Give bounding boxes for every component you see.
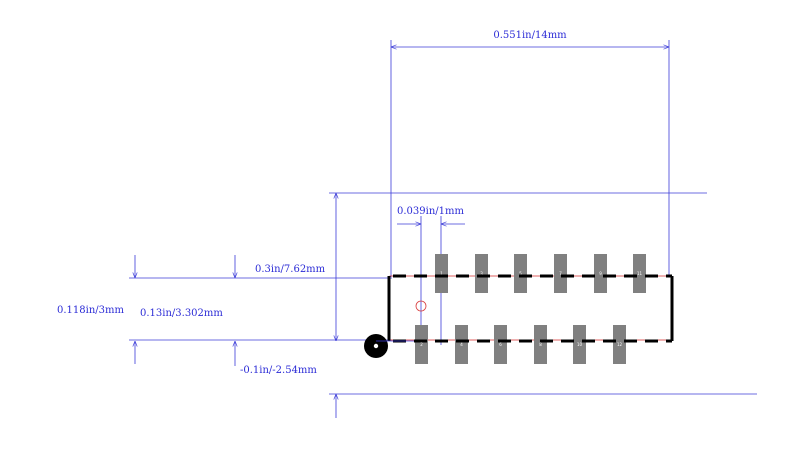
pin-label: 4 bbox=[460, 342, 463, 347]
pin1-marker-icon bbox=[415, 300, 427, 312]
pad bbox=[415, 325, 428, 364]
pin-label: 1 bbox=[440, 271, 443, 276]
dim-label-offset: -0.1in/-2.54mm bbox=[240, 365, 317, 376]
pin-labels-bottom: 2 4 6 8 10 12 bbox=[420, 342, 622, 347]
dim-label-row-span: 0.3in/7.62mm bbox=[255, 264, 326, 275]
pad bbox=[573, 325, 586, 364]
pin-label: 11 bbox=[637, 271, 643, 276]
pad bbox=[613, 325, 626, 364]
pads-bottom-row bbox=[415, 325, 626, 364]
pad bbox=[475, 254, 488, 293]
dim-label-body-height: 0.13in/3.302mm bbox=[140, 308, 223, 319]
pad bbox=[633, 254, 646, 293]
pin-labels-top: 1 3 5 7 9 11 bbox=[440, 271, 642, 276]
pad bbox=[494, 325, 507, 364]
pin-label: 10 bbox=[577, 342, 583, 347]
pin-label: 9 bbox=[599, 271, 602, 276]
pin-label: 3 bbox=[480, 271, 483, 276]
pin-label: 12 bbox=[617, 342, 623, 347]
dim-label-width: 0.551in/14mm bbox=[493, 30, 567, 41]
pads-top-row bbox=[435, 254, 646, 293]
pad bbox=[594, 254, 607, 293]
pad bbox=[435, 254, 448, 293]
dim-label-pad-length: 0.118in/3mm bbox=[57, 305, 124, 316]
extension-lines bbox=[129, 40, 757, 395]
pad bbox=[534, 325, 547, 364]
pad bbox=[455, 325, 468, 364]
origin-marker-icon bbox=[364, 334, 414, 358]
courtyard-outline bbox=[389, 275, 672, 341]
pad bbox=[514, 254, 527, 293]
body-outline bbox=[387, 274, 674, 343]
dimension-lines bbox=[135, 47, 669, 418]
pin-label: 8 bbox=[539, 342, 542, 347]
pin-label: 5 bbox=[519, 271, 522, 276]
pad bbox=[554, 254, 567, 293]
pin-label: 6 bbox=[499, 342, 502, 347]
dim-label-pitch: 0.039in/1mm bbox=[397, 206, 464, 217]
pin-label: 2 bbox=[420, 342, 423, 347]
pin-label: 7 bbox=[559, 271, 562, 276]
